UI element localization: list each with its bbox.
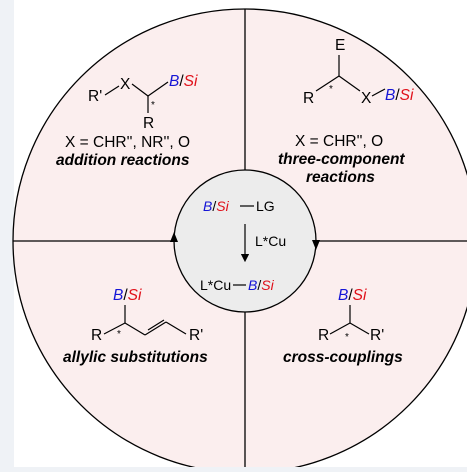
outer-circle-border: [12, 8, 467, 472]
slash-label: /: [123, 287, 128, 304]
svg-text:B/Si: B/Si: [203, 198, 230, 214]
stereocenter-star: *: [345, 332, 349, 343]
three-component-structure: E R * X B/Si: [303, 37, 414, 107]
x-label: X: [120, 76, 131, 93]
boron-label: B: [338, 287, 348, 304]
svg-text:B/Si: B/Si: [113, 287, 142, 304]
boron-label: B: [248, 277, 257, 293]
rprime-label: R': [370, 327, 384, 344]
boron-label: B: [113, 287, 123, 304]
electrophile-label: E: [335, 37, 345, 54]
addition-reactions-title: addition reactions: [56, 152, 190, 169]
leaving-group-label: LG: [256, 198, 275, 214]
stereocenter-star: *: [117, 329, 121, 340]
svg-text:B/Si: B/Si: [385, 87, 414, 104]
rprime-label: R': [189, 327, 203, 344]
slash-label: /: [348, 287, 353, 304]
allylic-substitution-structure: B/Si R * R': [91, 287, 203, 344]
slash-label: /: [395, 87, 400, 104]
allylic-substitutions-title: allylic substitutions: [63, 349, 208, 366]
cycle-arrow-down: [312, 240, 320, 250]
r-label: R: [318, 327, 329, 344]
cycle-arrow-up: [170, 232, 178, 242]
silicon-label: Si: [261, 277, 274, 293]
addition-reactions-structure: R' X * R B/Si: [88, 73, 198, 132]
silicon-label: Si: [216, 198, 229, 214]
r-label: R: [303, 90, 314, 107]
svg-text:B/Si: B/Si: [338, 287, 367, 304]
silicon-label: Si: [400, 87, 414, 104]
three-component-title-line2: reactions: [306, 169, 375, 186]
silicon-label: Si: [184, 73, 198, 90]
boron-label: B: [385, 87, 395, 104]
addition-x-definition: X = CHR'', NR'', O: [65, 134, 190, 151]
boron-label: B: [169, 73, 179, 90]
rprime-label: R': [88, 88, 102, 105]
r-label: R: [143, 115, 154, 132]
active-species-label: L*Cu: [200, 277, 231, 293]
three-component-title: three-component: [278, 151, 405, 168]
slash-label: /: [212, 198, 216, 214]
slash-label: /: [179, 73, 184, 90]
svg-text:B/Si: B/Si: [248, 277, 275, 293]
boron-label: B: [203, 198, 212, 214]
silicon-label: Si: [353, 287, 367, 304]
catalyst-label: L*Cu: [255, 233, 286, 249]
stereocenter-star: *: [151, 100, 155, 111]
center-cycle: B/Si LG L*Cu L*Cu B/Si: [170, 198, 320, 293]
x-label: X: [361, 90, 372, 107]
svg-text:B/Si: B/Si: [169, 73, 198, 90]
three-component-x-definition: X = CHR'', O: [295, 133, 383, 150]
slash-label: /: [257, 277, 261, 293]
silicon-label: Si: [128, 287, 142, 304]
cross-coupling-structure: B/Si R * R': [318, 287, 384, 344]
stereocenter-star: *: [329, 84, 333, 95]
cross-couplings-title: cross-couplings: [283, 349, 403, 366]
r-label: R: [91, 327, 102, 344]
